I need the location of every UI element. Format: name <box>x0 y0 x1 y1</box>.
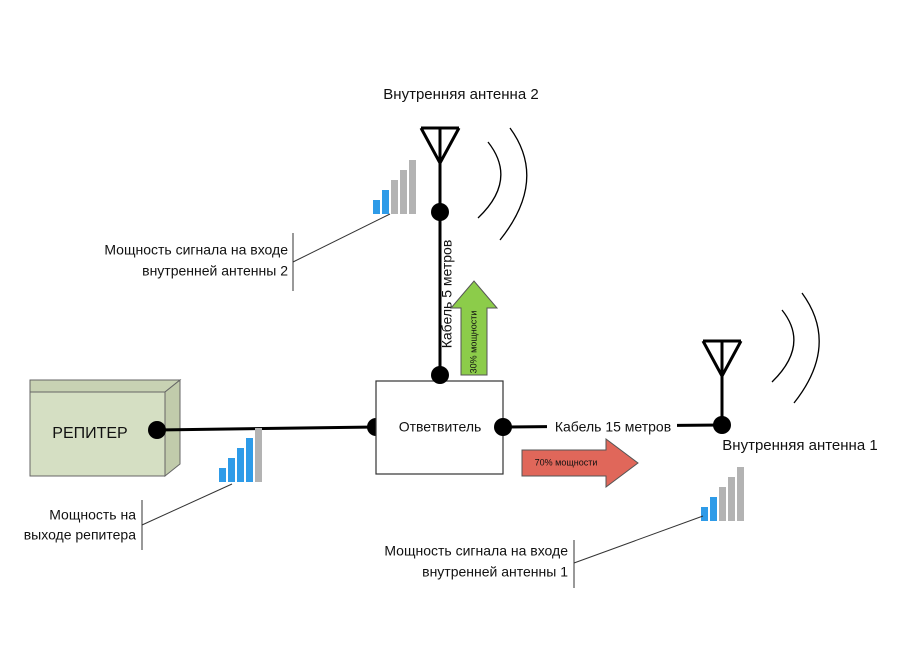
cable-15m-label: Кабель 15 метров <box>555 419 671 435</box>
power-30-label: 30% мощности <box>468 311 478 374</box>
antenna-2-waves-icon <box>477 127 528 241</box>
signal-bar-active <box>237 448 244 482</box>
signal-bar-active <box>382 190 389 214</box>
callout-antenna-1: Мощность сигнала на входе внутренней ант… <box>384 515 704 588</box>
repeater-label: РЕПИТЕР <box>52 425 127 442</box>
signal-bar-inactive <box>391 180 398 214</box>
antenna-2-icon <box>419 126 461 212</box>
repeater-box: РЕПИТЕР <box>29 378 182 478</box>
signal-bars-repeater <box>219 428 262 482</box>
signal-bar-inactive <box>719 487 726 521</box>
signal-bars-antenna-2 <box>373 160 416 214</box>
repeater-connector <box>148 421 166 439</box>
callout-repeater: Мощность на выходе репитера <box>24 483 233 550</box>
callout-antenna-1-line1: Мощность сигнала на входе <box>384 543 568 559</box>
signal-bar-inactive <box>737 467 744 521</box>
power-30-arrow: 30% мощности <box>449 280 499 376</box>
antenna-1-icon <box>701 339 743 425</box>
callout-antenna-2-line2: внутренней антенны 2 <box>142 263 288 279</box>
power-70-arrow: 70% мощности <box>521 438 639 488</box>
antenna-2-title: Внутренняя антенна 2 <box>383 86 538 103</box>
callout-antenna-1-line2: внутренней антенны 1 <box>422 564 568 580</box>
coupler-box <box>375 380 504 475</box>
callout-antenna-2-line1: Мощность сигнала на входе <box>104 242 288 258</box>
signal-bar-inactive <box>400 170 407 214</box>
coupler-top-connector <box>431 366 449 384</box>
antenna-1-waves-icon <box>771 292 820 404</box>
signal-bar-active <box>228 458 235 482</box>
coupler-output-connector <box>494 418 512 436</box>
cable-repeater-coupler <box>156 425 377 432</box>
cable-5m-label: Кабель 5 метров <box>439 240 455 349</box>
signal-bar-active <box>710 497 717 521</box>
signal-bar-inactive <box>409 160 416 214</box>
signal-bar-inactive <box>728 477 735 521</box>
signal-bars-antenna-1 <box>701 467 744 521</box>
cable-15m-label-bg <box>547 418 677 436</box>
coupler-label: Ответвитель <box>399 419 482 435</box>
signal-bar-active <box>373 200 380 214</box>
callout-antenna-2: Мощность сигнала на входе внутренней ант… <box>104 213 391 291</box>
callout-repeater-line1: Мощность на <box>49 507 136 523</box>
signal-bar-active <box>219 468 226 482</box>
signal-bar-active <box>701 507 708 521</box>
power-70-label: 70% мощности <box>535 457 598 467</box>
callout-repeater-line2: выходе репитера <box>24 527 136 543</box>
signal-bar-inactive <box>255 428 262 482</box>
antenna-1-title: Внутренняя антенна 1 <box>722 437 877 454</box>
signal-bar-active <box>246 438 253 482</box>
